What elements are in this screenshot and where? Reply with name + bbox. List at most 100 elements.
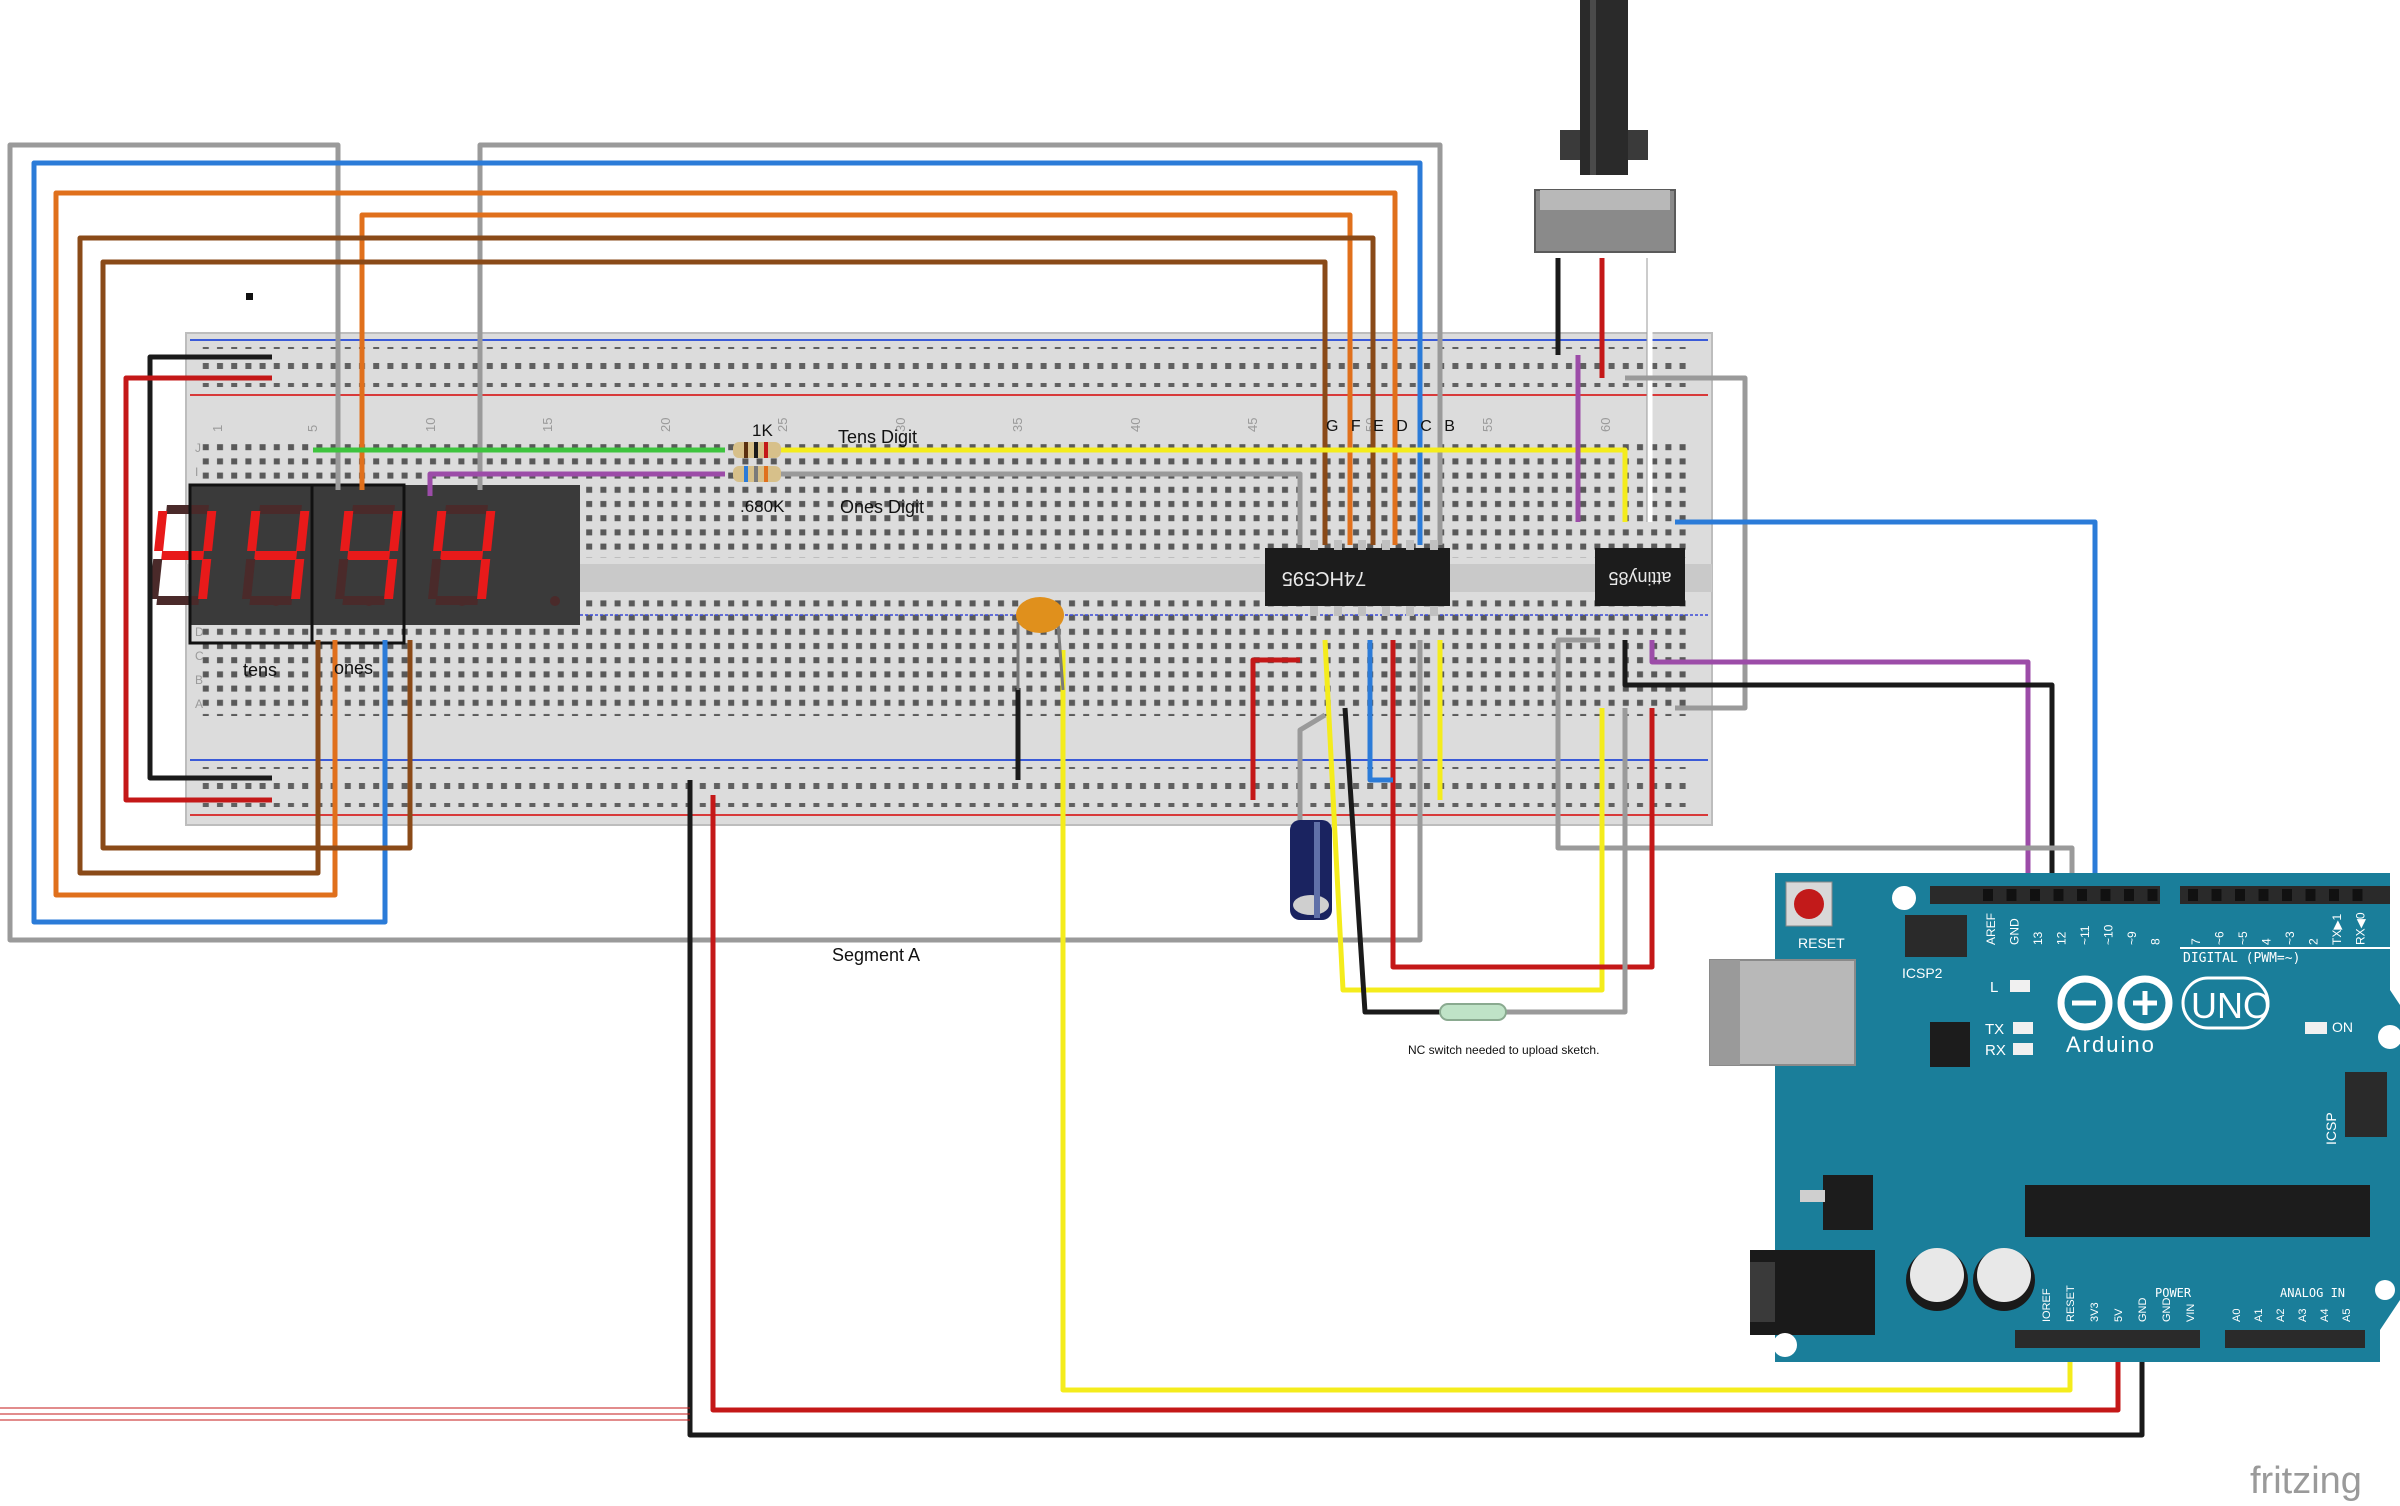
digital-pin-socket[interactable] bbox=[2053, 889, 2064, 901]
row-letter-a: A bbox=[195, 697, 203, 711]
wire-gray-ones bbox=[780, 471, 1303, 545]
label-segment-a: Segment A bbox=[832, 945, 920, 965]
col-num-20: 20 bbox=[658, 418, 673, 432]
wire-gray-2 bbox=[477, 142, 1443, 545]
col-num-55: 55 bbox=[1480, 418, 1495, 432]
wire-red-5v bbox=[710, 795, 2121, 1413]
segment-g bbox=[347, 551, 391, 560]
digital-pin-label: RX◀0 bbox=[2354, 912, 2368, 945]
row-letter-j: J bbox=[195, 441, 201, 455]
wire-gray-switch bbox=[1505, 708, 1628, 1015]
digital-pin-socket[interactable] bbox=[2147, 889, 2158, 901]
power-pin-label: GND bbox=[2161, 1298, 2173, 1323]
digital-pin-socket[interactable] bbox=[1983, 889, 1993, 901]
segment-d bbox=[342, 596, 386, 605]
analog-in-label: ANALOG IN bbox=[2280, 1286, 2345, 1300]
segment-f bbox=[340, 511, 354, 551]
stray-dot bbox=[246, 293, 253, 300]
digital-pin-socket[interactable] bbox=[2211, 889, 2222, 901]
col-num-5: 5 bbox=[305, 425, 320, 432]
attiny-label: attiny85 bbox=[1608, 568, 1671, 588]
digital-pin-label: 12 bbox=[2055, 931, 2069, 945]
digital-pin-socket[interactable] bbox=[2124, 889, 2134, 901]
segment-f bbox=[433, 511, 447, 551]
digital-pin-socket[interactable] bbox=[2282, 889, 2292, 901]
atmega-chip bbox=[2025, 1185, 2370, 1237]
wire-gray-d11 bbox=[1555, 637, 2075, 895]
rx-label: RX bbox=[1985, 1042, 2006, 1059]
wire-orange-1 bbox=[53, 190, 1398, 898]
digital-pin-socket[interactable] bbox=[2352, 889, 2363, 901]
row-letter-i: I bbox=[195, 465, 198, 479]
resistors bbox=[733, 442, 781, 482]
shift-register-label: 74HC595 bbox=[1282, 567, 1367, 589]
col-num-60: 60 bbox=[1598, 418, 1613, 432]
segment-g bbox=[161, 551, 205, 560]
label-tens-digit: Tens Digit bbox=[838, 427, 917, 447]
wire-black-switch bbox=[1342, 707, 1440, 1015]
digital-pin-socket[interactable] bbox=[2235, 889, 2245, 901]
uno-label: UNO bbox=[2191, 985, 2271, 1026]
arduino-logo bbox=[2057, 975, 2173, 1031]
analog-pin-label: A0 bbox=[2231, 1309, 2243, 1322]
power-pin-label: VIN bbox=[2185, 1304, 2197, 1322]
seven-segment-display bbox=[149, 483, 580, 645]
icsp-label: ICSP bbox=[2323, 1112, 2339, 1145]
digital-pin-label: 2 bbox=[2307, 938, 2321, 945]
digital-pin-label: ~10 bbox=[2102, 924, 2116, 945]
segment-d bbox=[435, 596, 479, 605]
col-num-15: 15 bbox=[540, 418, 555, 432]
wire-black-gnd bbox=[687, 780, 2145, 1438]
col-num-30: 30 bbox=[893, 418, 908, 432]
digital-pin-label: 8 bbox=[2149, 938, 2163, 945]
segment-b bbox=[203, 511, 217, 551]
wire-purple-ones bbox=[427, 471, 725, 496]
col-num-10: 10 bbox=[423, 418, 438, 432]
digital-pin-socket[interactable] bbox=[2006, 889, 2017, 901]
power-pin-label: GND bbox=[2137, 1298, 2149, 1323]
wire-yellow-reset bbox=[1060, 650, 2073, 1393]
label-ones-digit: Ones Digit bbox=[840, 497, 924, 517]
label-nc-note: NC switch needed to upload sketch. bbox=[1408, 1043, 1599, 1057]
segment-c bbox=[384, 559, 398, 599]
decimal-point bbox=[550, 596, 560, 606]
segment-a bbox=[444, 505, 488, 514]
label-1k: 1K bbox=[752, 421, 773, 440]
label-680k: .680K bbox=[740, 497, 785, 516]
segment-a bbox=[351, 505, 395, 514]
ones-digit-frame bbox=[310, 483, 406, 645]
analog-pin-label: A3 bbox=[2297, 1309, 2309, 1322]
wire-blue-1 bbox=[31, 160, 1423, 925]
col-num-45: 45 bbox=[1245, 418, 1260, 432]
digital-pin-socket[interactable] bbox=[2305, 889, 2316, 901]
wire-red-rail bbox=[123, 375, 272, 803]
power-pin-label: 3V3 bbox=[2089, 1302, 2101, 1322]
tx-label: TX bbox=[1985, 1021, 2004, 1038]
analog-header bbox=[2225, 1330, 2365, 1348]
electrolytic-capacitor bbox=[1290, 820, 1332, 920]
icsp2-label: ICSP2 bbox=[1902, 965, 1943, 981]
segment-g bbox=[440, 551, 484, 560]
digital-pin-socket[interactable] bbox=[2329, 889, 2339, 901]
digital-pin-socket[interactable] bbox=[2100, 889, 2111, 901]
digital-pin-label: ~3 bbox=[2283, 931, 2297, 945]
fritzing-watermark: fritzing bbox=[2250, 1460, 2362, 1502]
col-num-25: 25 bbox=[775, 418, 790, 432]
digital-pin-socket[interactable] bbox=[2188, 889, 2198, 901]
analog-pin-label: A2 bbox=[2275, 1309, 2287, 1322]
wire-blue-d10 bbox=[1675, 519, 2098, 895]
segment-b bbox=[296, 511, 310, 551]
digital-pin-socket[interactable] bbox=[2077, 889, 2087, 901]
digital-pin-socket[interactable] bbox=[2030, 889, 2040, 901]
segment-b bbox=[389, 511, 403, 551]
wire-gray-cap bbox=[1297, 712, 1327, 830]
digital-pin-socket[interactable] bbox=[2258, 889, 2269, 901]
digital-pin-label: AREF bbox=[1984, 913, 1998, 945]
small-chip bbox=[1930, 1022, 1970, 1067]
segment-e bbox=[428, 559, 442, 599]
digital-pin-label: ~9 bbox=[2125, 931, 2139, 945]
